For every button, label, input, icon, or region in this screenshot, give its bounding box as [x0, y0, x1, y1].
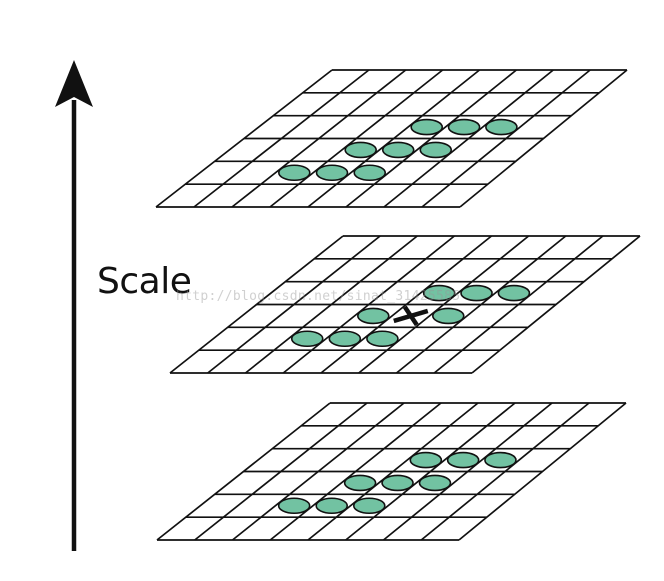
neighbor-point: [277, 164, 311, 182]
neighbor-point: [344, 141, 377, 159]
grid-column-line: [244, 235, 418, 374]
grid-column-line: [207, 235, 381, 374]
neighbor-point: [381, 141, 415, 159]
grid-column-line: [471, 235, 641, 374]
grid-column-line: [459, 69, 628, 208]
grid-column-line: [395, 235, 567, 374]
neighbor-point: [419, 141, 453, 159]
watermark-text: http://blog.csdn.net/sinat_31425585: [176, 289, 461, 304]
grid-column-line: [458, 402, 627, 541]
neighbor-point: [485, 118, 518, 136]
scale-layers: [155, 69, 641, 541]
neighbor-point: [277, 497, 311, 515]
grid-column-line: [231, 69, 407, 208]
neighbor-point: [422, 284, 456, 302]
neighbor-point: [409, 451, 443, 469]
grid-column-line: [433, 235, 604, 374]
scale-axis-label: Scale: [97, 261, 192, 302]
neighbor-point: [410, 118, 444, 136]
neighbor-point: [356, 307, 390, 325]
neighbor-point: [315, 497, 349, 515]
grid-column-line: [194, 402, 368, 541]
grid-column-line: [193, 69, 370, 208]
grid-layer-lower-scale: [156, 402, 627, 541]
neighbor-point: [446, 451, 480, 469]
neighbor-point: [290, 330, 324, 348]
x-mark-stroke: [402, 305, 419, 327]
grid-layer-upper-scale: [155, 69, 628, 208]
neighbor-point: [315, 164, 349, 182]
grid-column-line: [358, 235, 530, 374]
grid-column-line: [382, 402, 553, 541]
grid-column-line: [307, 69, 481, 208]
grid-column-line: [231, 402, 405, 541]
grid-layer-middle-scale: [169, 235, 641, 374]
grid-column-line: [345, 69, 517, 208]
neighbor-point: [353, 164, 387, 182]
neighbor-point: [328, 330, 362, 348]
grid-column-line: [269, 69, 444, 208]
grid-column-line: [420, 402, 590, 541]
neighbor-point: [484, 451, 517, 469]
neighbor-point: [431, 307, 465, 325]
neighbor-point: [447, 118, 481, 136]
grid-column-line: [383, 69, 554, 208]
grid-column-line: [320, 235, 493, 374]
neighbor-point: [343, 474, 377, 492]
grid-column-line: [169, 235, 344, 374]
neighbor-point: [381, 474, 414, 492]
arrow-up-icon: [55, 60, 93, 107]
neighbor-point: [497, 284, 531, 302]
grid-column-line: [345, 402, 516, 541]
sample-point-x-icon: [393, 305, 429, 327]
scale-axis: [55, 60, 93, 551]
grid-column-line: [421, 69, 591, 208]
grid-column-line: [269, 402, 442, 541]
grid-column-line: [307, 402, 479, 541]
grid-column-line: [282, 235, 455, 374]
neighbor-point: [460, 284, 493, 302]
neighbor-point: [418, 474, 452, 492]
grid-column-line: [155, 69, 333, 208]
neighbor-point: [352, 497, 386, 515]
grid-column-line: [156, 402, 331, 541]
neighbor-point: [366, 330, 399, 348]
